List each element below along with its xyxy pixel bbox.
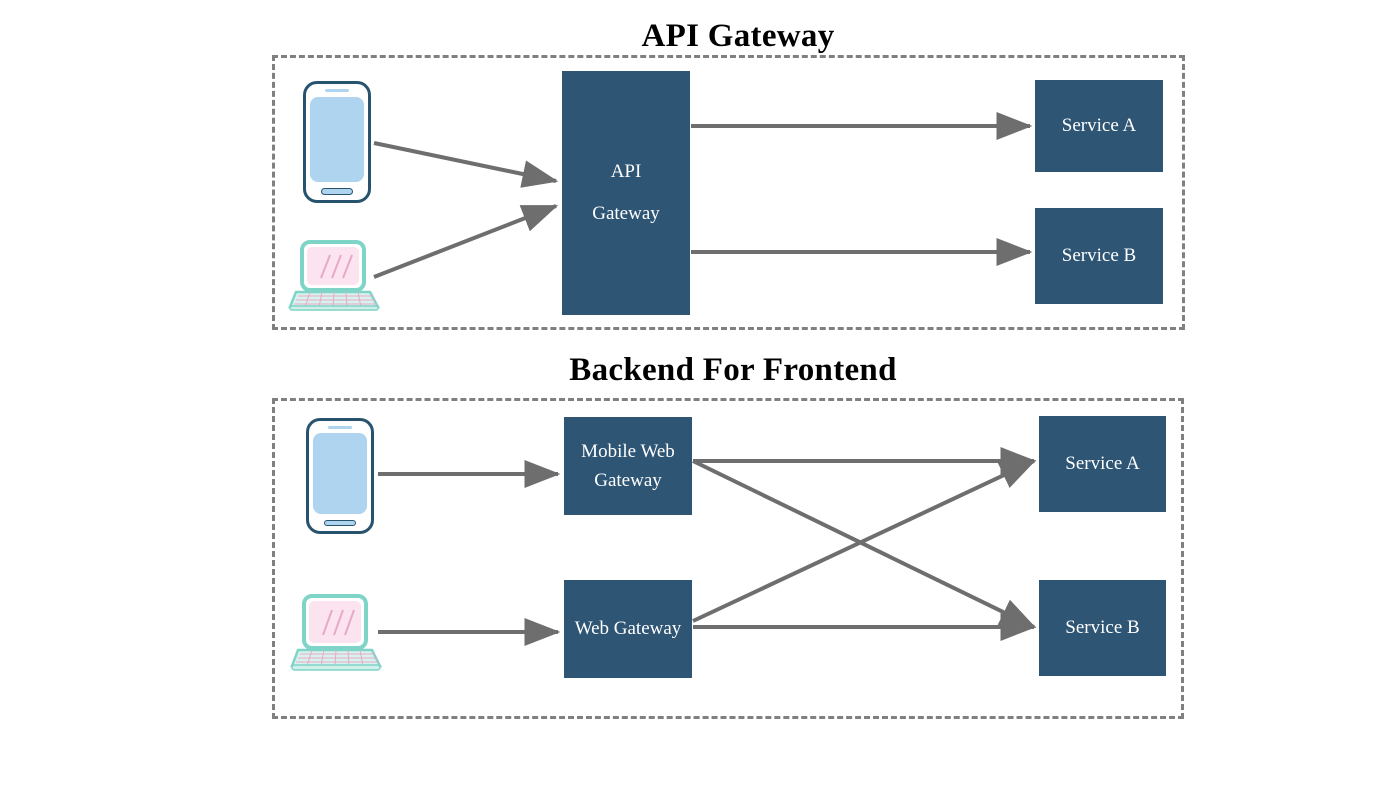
node-label: API [610,161,642,183]
node-label: Web Gateway [574,618,682,640]
laptop-glyph [288,240,381,311]
node-label: Gateway [594,470,662,491]
phone-speaker-icon [328,425,352,429]
backend-for-frontend-title: Backend For Frontend [569,352,897,388]
phone-icon [303,81,371,203]
node-label: Service B [1061,245,1137,267]
laptop-glyph [290,594,383,671]
laptop-icon [290,592,386,672]
api-gateway-container [272,55,1185,330]
web-gateway-node[interactable]: Web Gateway [564,580,692,678]
phone-home-button-icon [323,520,357,527]
node-label: Mobile Web [581,440,675,462]
mobile-web-gateway-node[interactable]: Mobile Web Gateway [564,417,692,515]
phone-icon [306,418,374,534]
phone-screen [313,433,367,515]
phone-speaker-icon [325,88,349,93]
service-b-node[interactable]: Service B [1035,208,1163,304]
service-b-node[interactable]: Service B [1039,580,1166,676]
laptop-icon [288,240,384,312]
api-gateway-title: API Gateway [641,18,835,54]
api-gateway-node[interactable]: API Gateway [562,71,690,315]
backend-for-frontend-container [272,398,1184,719]
service-a-node[interactable]: Service A [1039,416,1166,512]
node-label: Gateway [592,203,660,224]
node-label: Service A [1061,115,1137,137]
service-a-node[interactable]: Service A [1035,80,1163,172]
node-label: Service B [1065,617,1140,639]
phone-screen [310,96,364,183]
phone-home-button-icon [320,188,354,196]
node-label: Service A [1065,453,1140,475]
